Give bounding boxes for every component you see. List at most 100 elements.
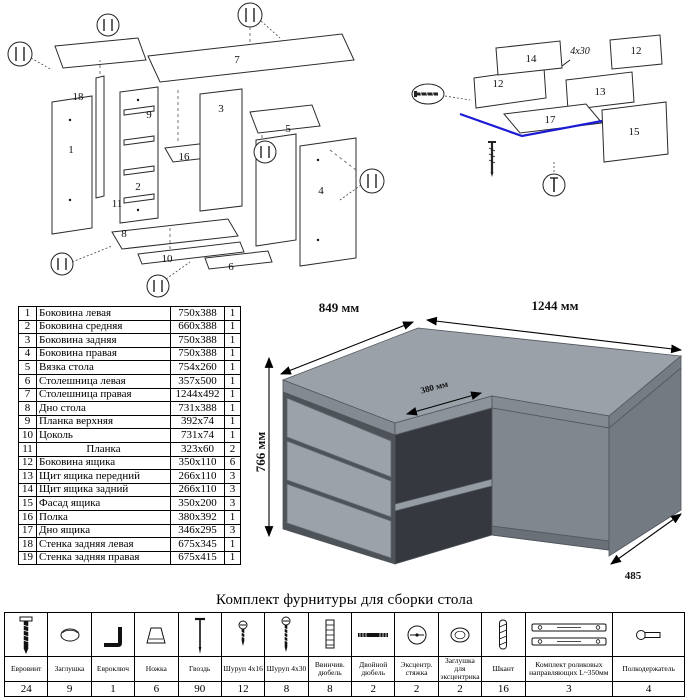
part-size: 346x295 — [170, 523, 225, 539]
part-num: 4 — [18, 346, 37, 362]
part-num: 3 — [18, 333, 37, 348]
part-qty: 1 — [224, 306, 241, 321]
insert-dowel-icon — [325, 619, 335, 648]
dim-766: 766 мм — [255, 432, 268, 473]
desk-render: 849 мм 1244 мм 766 мм 380 мм 485 — [255, 298, 683, 582]
part-num: 11 — [18, 441, 37, 457]
part-name: Цоколь — [36, 428, 171, 443]
part-qty: 1 — [224, 428, 241, 443]
part-size: 350x200 — [170, 496, 225, 511]
part-name: Боковина левая — [36, 306, 171, 321]
part-num: 9 — [18, 414, 37, 430]
part-name: Столешница правая — [36, 387, 171, 403]
part-num: 7 — [18, 387, 37, 403]
part-name: Стенка задняя левая — [36, 537, 171, 552]
part-qty: 1 — [224, 346, 241, 362]
hw-label: Евровинт — [5, 657, 48, 682]
part-num: 16 — [18, 509, 37, 525]
part-name: Дно ящика — [36, 523, 171, 539]
part-size: 323x60 — [170, 441, 225, 457]
screw-4x16-icon — [238, 620, 248, 646]
part-num: 19 — [18, 550, 37, 566]
hw-col-eurokey: Евроключ 1 — [91, 613, 136, 696]
part-name: Боковина средняя — [36, 319, 171, 335]
part-label-10: 10 — [162, 253, 174, 265]
part-qty: 1 — [224, 319, 241, 335]
part-label-15: 15 — [629, 126, 641, 138]
part-num: 18 — [18, 537, 37, 552]
hw-qty: 12 — [237, 683, 249, 695]
part-size: 750x388 — [170, 333, 225, 348]
hw-col-shurup-4x30: Шуруп 4x30 8 — [265, 613, 309, 696]
hw-col-zaglushka: Заглушка 9 — [48, 613, 92, 696]
part-name: Щит ящика передний — [36, 469, 171, 484]
part-size: 675x415 — [170, 550, 225, 566]
right-side-panel — [608, 367, 682, 557]
table-row: 10 Цоколь 731x74 1 — [18, 428, 241, 443]
part-num: 15 — [18, 496, 37, 511]
dimension-lines — [264, 316, 683, 565]
part-num: 6 — [18, 373, 37, 389]
hw-col-napravlyayushchie: Комплект роликовых направляющих L~350мм … — [525, 613, 614, 696]
hw-label: Полкодержатель — [613, 657, 685, 682]
table-row: 17 Дно ящика 346x295 3 — [18, 523, 241, 539]
double-dowel-icon — [358, 630, 389, 639]
hw-qty: 2 — [370, 683, 376, 695]
hw-qty: 16 — [497, 683, 509, 695]
part-qty: 1 — [224, 333, 241, 348]
table-row: 11 Планка 323x60 2 — [18, 441, 241, 457]
part-label-7: 7 — [234, 54, 240, 66]
table-row: 4 Боковина правая 750x388 1 — [18, 346, 241, 362]
part-qty: 6 — [224, 455, 241, 471]
part-size: 750x388 — [170, 346, 225, 362]
hardware-callouts — [7, 2, 385, 298]
part-size: 675x345 — [170, 537, 225, 552]
part-num: 12 — [18, 455, 37, 471]
hw-label: Двойной дюбель — [352, 657, 395, 682]
part-qty: 1 — [224, 509, 241, 525]
part-label-17: 17 — [545, 114, 557, 126]
part-label-12a: 12 — [493, 78, 504, 90]
drawer-front-2 — [286, 440, 392, 518]
part-name: Боковина задняя — [36, 333, 171, 348]
wood-dowel-icon — [499, 619, 508, 649]
hw-qty: 8 — [327, 683, 333, 695]
table-row: 13 Щит ящика передний 266x110 3 — [18, 469, 241, 484]
part-num: 2 — [18, 319, 37, 335]
part-size: 731x388 — [170, 401, 225, 416]
hex-key-icon — [103, 626, 122, 647]
part-name: Столешница левая — [36, 373, 171, 389]
table-row: 3 Боковина задняя 750x388 1 — [18, 333, 241, 348]
table-row: 6 Столешница левая 357x500 1 — [18, 373, 241, 389]
hw-qty: 2 — [457, 683, 463, 695]
part-name: Планка верхняя — [36, 414, 171, 430]
part-name: Боковина правая — [36, 346, 171, 362]
part-qty: 3 — [224, 482, 241, 498]
part-label-13: 13 — [595, 86, 607, 98]
part-qty: 1 — [224, 360, 241, 375]
hw-qty: 3 — [566, 683, 572, 695]
hw-label: Эксцентр. стяжка — [395, 657, 438, 682]
hardware-kit-table: Евровинт 24 Заглушка 9 Евроключ 1 Ножка — [4, 612, 685, 697]
dim-485: 485 — [625, 570, 642, 582]
svg-text:4x30: 4x30 — [570, 46, 589, 57]
part-num: 1 — [18, 306, 37, 321]
part-size: 350x110 — [170, 455, 225, 471]
part-qty: 1 — [224, 387, 241, 403]
part-label-11: 11 — [112, 198, 123, 210]
part-qty: 3 — [224, 523, 241, 539]
part-size: 731x74 — [170, 428, 225, 443]
shelf-support-icon — [635, 629, 661, 640]
part-size: 392x74 — [170, 414, 225, 430]
table-row: 9 Планка верхняя 392x74 1 — [18, 414, 241, 430]
hw-col-polkoderzhatel: Полкодержатель 4 — [613, 613, 685, 696]
table-row: 12 Боковина ящика 350x110 6 — [18, 455, 241, 471]
part-qty: 2 — [224, 441, 241, 457]
hw-col-dvoynoy-dyubel: Двойной дюбель 2 — [352, 613, 396, 696]
part-qty: 1 — [224, 401, 241, 416]
hw-label: Ввинчив. дюбель — [308, 657, 351, 682]
screw-callout-bottom — [542, 162, 566, 197]
part-size: 266x110 — [170, 469, 225, 484]
part-size: 750x388 — [170, 306, 225, 321]
